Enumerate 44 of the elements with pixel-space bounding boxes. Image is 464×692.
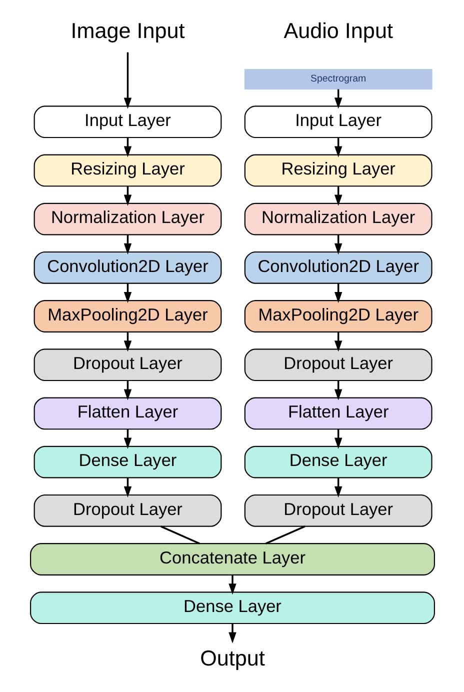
arrow: [334, 428, 342, 448]
node-box: Dropout Layer: [33, 494, 222, 526]
arrow: [123, 477, 132, 497]
node-box: Concatenate Layer: [30, 542, 434, 575]
label: Audio Input: [283, 18, 392, 43]
arrow: [123, 380, 132, 400]
node-box: Dense Layer: [244, 445, 432, 478]
node-text: Output: [200, 645, 264, 670]
arrow: [228, 623, 236, 643]
node-box: Spectrogram: [244, 68, 432, 89]
arrow: [334, 332, 342, 352]
node-box: MaxPooling2D Layer: [244, 300, 432, 332]
node-box: Dense Layer: [33, 445, 222, 478]
arrow: [334, 477, 342, 497]
node-box: Flatten Layer: [33, 396, 222, 430]
arrow: [123, 52, 132, 108]
arrow: [123, 282, 132, 303]
arrow: [334, 186, 342, 206]
node-box: Dropout Layer: [244, 348, 432, 381]
arrow: [123, 428, 132, 448]
node-box: Dense Layer: [30, 591, 434, 624]
arrow: [334, 234, 342, 254]
arrow: [123, 234, 132, 254]
arrow: [334, 282, 342, 303]
node-box: Convolution2D Layer: [244, 250, 432, 284]
node-box: Dropout Layer: [244, 494, 432, 526]
arrow: [123, 186, 132, 206]
node-box: Flatten Layer: [244, 396, 432, 430]
node-box: Normalization Layer: [244, 202, 432, 235]
arrow: [334, 88, 342, 108]
node-box: Input Layer: [244, 105, 432, 138]
node-box: Resizing Layer: [33, 154, 222, 186]
arrow: [334, 137, 342, 157]
node-box: Input Layer: [33, 105, 222, 138]
node-box: Convolution2D Layer: [33, 250, 222, 284]
node-box: MaxPooling2D Layer: [33, 300, 222, 332]
arrow: [334, 380, 342, 400]
node-text: Image Input: [70, 18, 184, 43]
node-box: Resizing Layer: [244, 154, 432, 186]
node-box: Normalization Layer: [33, 202, 222, 235]
arrow: [123, 137, 132, 157]
arrow: [123, 332, 132, 352]
arrow: [228, 574, 236, 594]
node-box: Dropout Layer: [33, 348, 222, 381]
